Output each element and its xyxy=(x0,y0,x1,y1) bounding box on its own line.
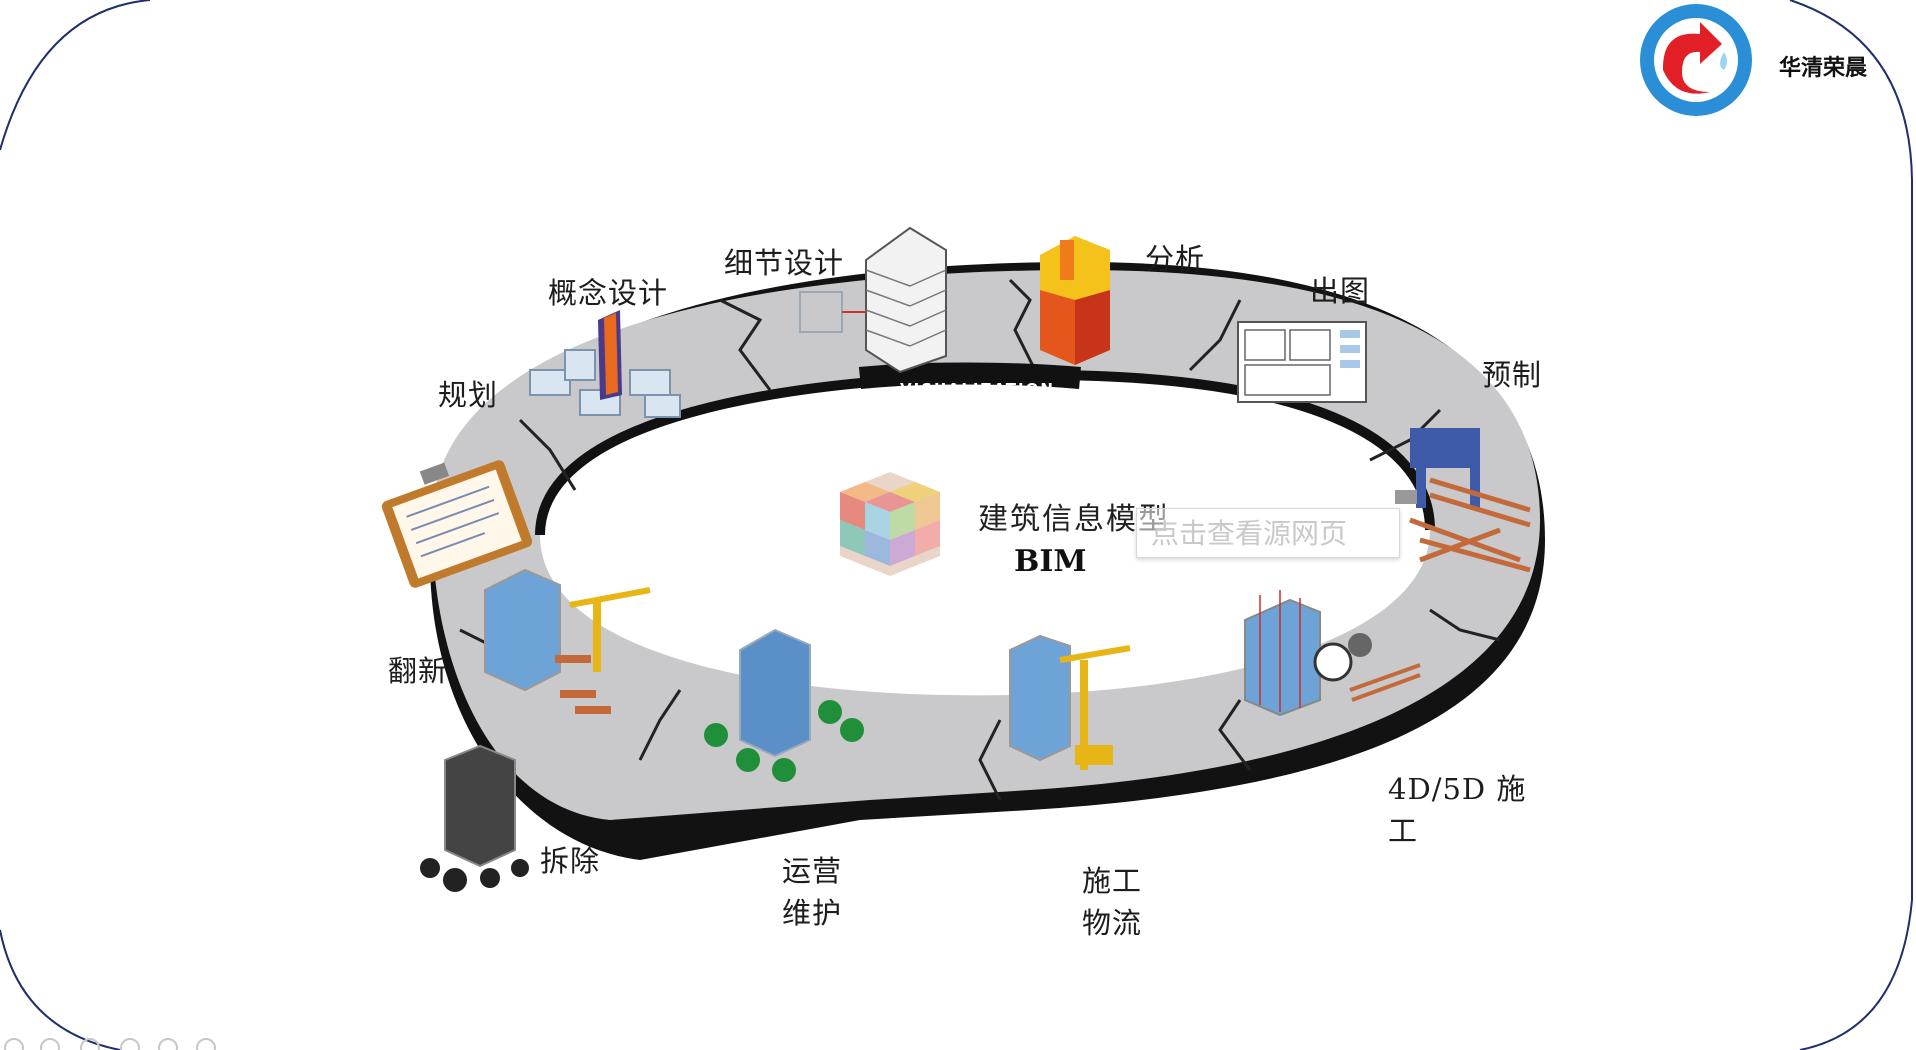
concept-building-icon xyxy=(529,310,681,418)
frame-top-left-arc xyxy=(0,0,151,151)
stage-label-detail-design: 细节设计 xyxy=(724,246,845,280)
floorplan-icon xyxy=(1237,321,1367,403)
prefab-machine-icon xyxy=(1395,428,1531,573)
clipboard-icon xyxy=(381,460,533,588)
view-source-link[interactable]: 点击查看源网页 xyxy=(1136,508,1400,558)
stage-label-logistics: 施工物流 xyxy=(1082,864,1143,940)
center-subtitle: BIM xyxy=(1014,544,1087,579)
band-label-visualization: VISUALIZATION xyxy=(900,380,1055,398)
stage-label-analysis: 分析 xyxy=(1145,242,1206,276)
lifecycle-ring xyxy=(430,262,1545,860)
stage-label-renovation: 翻新 xyxy=(388,654,449,688)
stage-label-planning: 规划 xyxy=(438,378,499,412)
company-logo xyxy=(1640,4,1752,116)
slide-nav-controls[interactable] xyxy=(0,1036,230,1050)
wireframe-tower-icon xyxy=(799,226,947,374)
frame-right-edge xyxy=(1789,0,1913,1050)
crane-icon xyxy=(1009,634,1131,770)
stage-label-drawing: 出图 xyxy=(1310,274,1371,308)
operating-building-icon xyxy=(704,628,864,782)
stage-label-operations: 运营维护 xyxy=(782,854,843,930)
stage-label-demolition: 拆除 xyxy=(540,844,601,878)
bim-cube-icon xyxy=(840,472,940,576)
stage-label-concept-design: 概念设计 xyxy=(548,276,669,310)
stage-label-4d5d: 4D/5D 施工 xyxy=(1388,772,1527,848)
renovation-icon xyxy=(484,568,651,714)
demolished-building-icon xyxy=(420,744,529,892)
stage-label-prefab: 预制 xyxy=(1482,358,1543,392)
logo-name: 华清荣晨 xyxy=(1779,56,1868,81)
construction-site-icon xyxy=(1244,590,1421,717)
frame-bottom-left-arc xyxy=(0,929,121,1050)
analysis-building-icon xyxy=(1040,236,1110,365)
ring-hole xyxy=(540,375,1430,696)
